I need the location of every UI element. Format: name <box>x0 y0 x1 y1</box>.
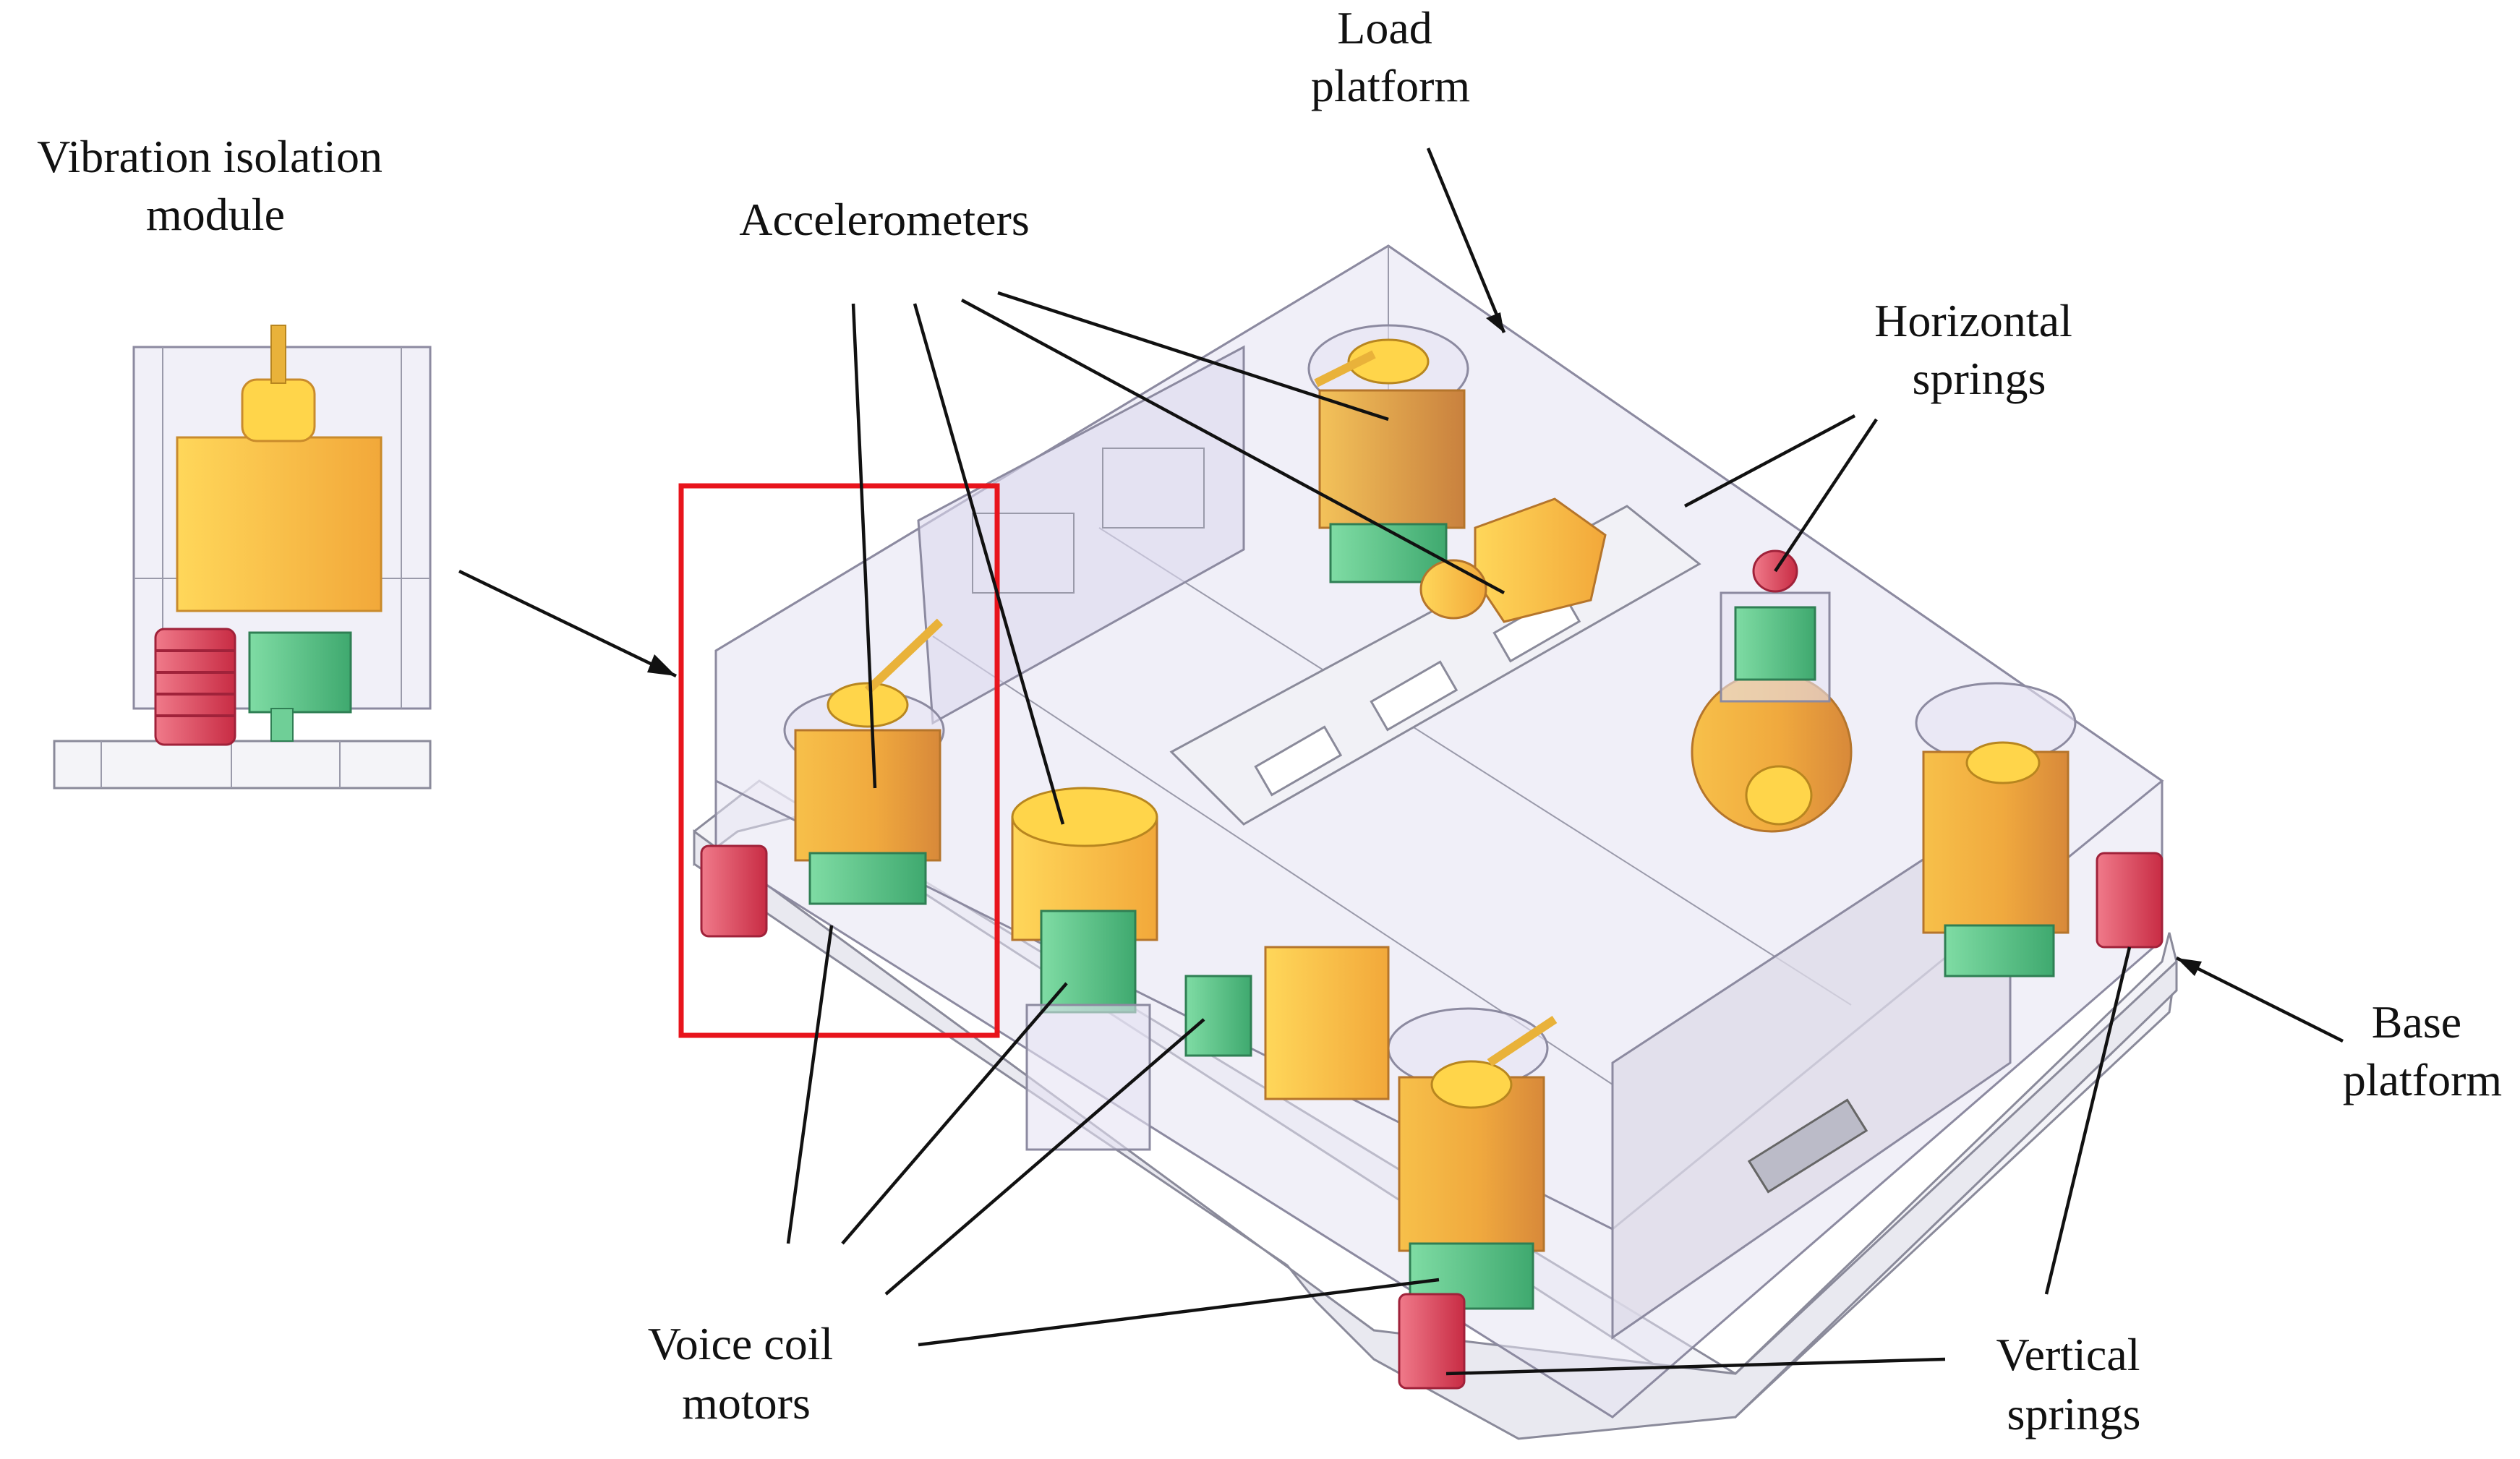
label-accelerometers: Accelerometers <box>739 194 1030 245</box>
inset-module-illustration <box>53 325 432 790</box>
label-horizontal-springs: Horizontal springs <box>1874 295 2084 404</box>
label-vibration-isolation-module: Vibration isolation module <box>37 131 394 240</box>
label-base-platform: Base platform <box>2343 996 2502 1105</box>
platform-assembly-illustration <box>678 244 2178 1440</box>
label-voice-coil-motors: Voice coil motors <box>648 1318 845 1429</box>
leader-lines <box>458 147 2344 1376</box>
label-vertical-springs: Vertical springs <box>1996 1329 2152 1439</box>
label-load-platform: Load platform <box>1311 2 1470 111</box>
